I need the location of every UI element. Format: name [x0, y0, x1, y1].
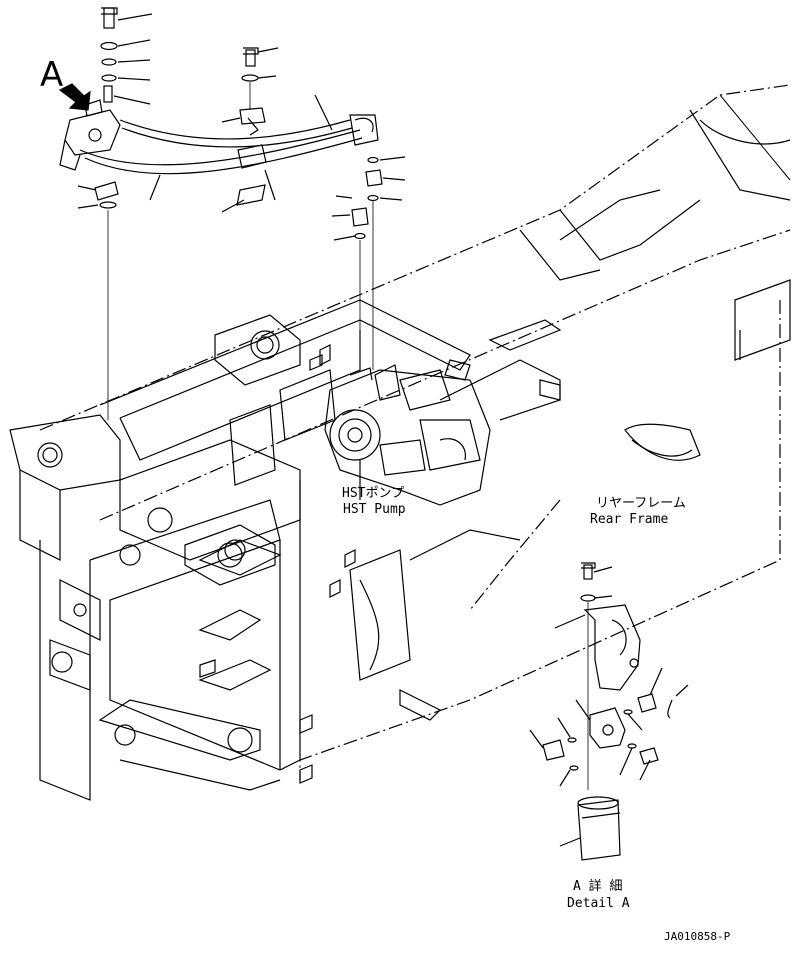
- hst-pump-label-jp: HSTポンプ: [342, 486, 405, 501]
- hose-assembly: [59, 99, 379, 206]
- view-a-label: A: [40, 55, 64, 95]
- main-frame: [9, 299, 562, 801]
- rear-frame-label-en: Rear Frame: [590, 512, 669, 527]
- rear-frame-label-jp: リヤーフレーム: [596, 496, 686, 511]
- view-a-arrow: [58, 83, 91, 111]
- parts-stack-right: [331, 156, 406, 370]
- detail-a-group: [529, 562, 689, 861]
- detail-a-label-en: Detail A: [567, 896, 630, 911]
- parts-stack-middle: [221, 47, 279, 213]
- detail-a-label-jp: A 詳 細: [573, 879, 623, 894]
- rear-frame-outline: [39, 84, 791, 780]
- parts-stack-left: [77, 7, 333, 420]
- hst-pump: [324, 364, 491, 506]
- hst-pump-label-en: HST Pump: [343, 502, 406, 517]
- drawing-code: JA010858-P: [664, 930, 731, 943]
